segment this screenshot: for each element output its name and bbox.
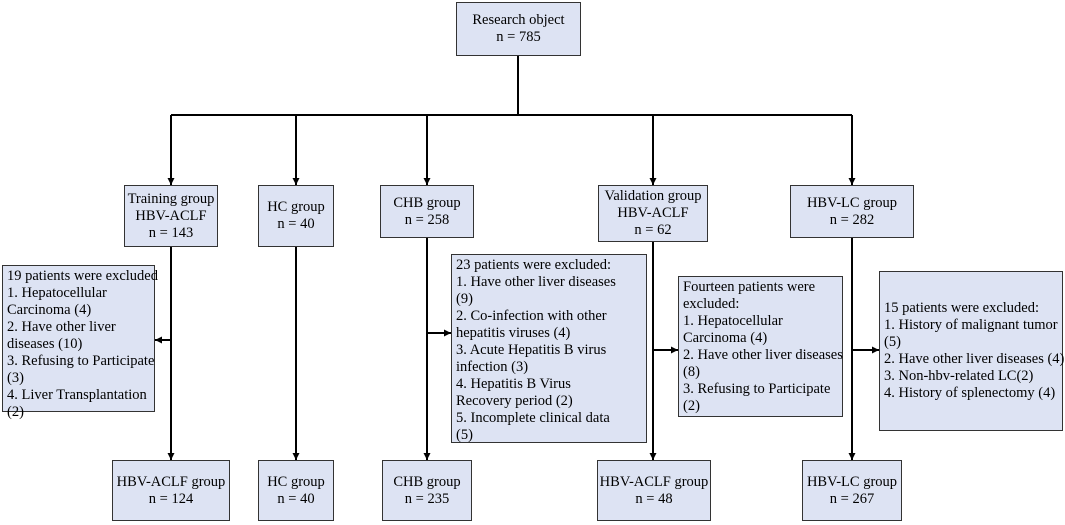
final-count: n = 48 — [635, 490, 673, 507]
group-name: Validation group — [604, 188, 702, 204]
final-box-hbv-aclf-valid: HBV-ACLF group n = 48 — [597, 460, 711, 521]
exclusion-line: 1. Hepatocellular — [7, 285, 107, 301]
group-name: Training group — [127, 190, 215, 207]
group-count: n = 62 — [634, 222, 672, 238]
exclusion-line: 2. Co-infection with other — [456, 308, 607, 324]
exclusion-line: (5) — [884, 334, 901, 350]
exclusion-line: 3. Acute Hepatitis B virus — [456, 342, 607, 358]
exclusion-box-training: 19 patients were excluded 1. Hepatocellu… — [2, 265, 158, 420]
final-box-hbvlc: HBV-LC group n = 267 — [802, 460, 902, 521]
final-count: n = 124 — [148, 490, 194, 507]
exclusion-line: (5) — [456, 427, 473, 443]
exclusion-line: Carcinoma (4) — [7, 302, 92, 318]
group-name: HC group — [267, 199, 325, 215]
final-name: HC group — [267, 473, 325, 490]
group-count: n = 143 — [148, 224, 194, 241]
group-name: CHB group — [393, 194, 461, 211]
exclusion-line: 4. History of splenectomy (4) — [884, 385, 1056, 401]
root-count: n = 785 — [496, 29, 541, 45]
exclusion-line: 3. Refusing to Participate — [683, 381, 831, 397]
exclusion-line: 2. Have other liver diseases — [683, 347, 843, 363]
group-box-chb: CHB group n = 258 — [380, 185, 474, 238]
exclusion-line: Carcinoma (4) — [683, 330, 768, 346]
exclusion-line: 2. Have other liver diseases (4) — [884, 351, 1065, 367]
exclusion-line: 4. Liver Transplantation — [7, 387, 147, 403]
exclusion-line: excluded: — [683, 296, 740, 312]
final-name: HBV-ACLF group — [116, 473, 226, 490]
exclusion-line: (8) — [683, 364, 700, 380]
group-sub: HBV-ACLF — [135, 207, 207, 224]
group-box-training: Training group HBV-ACLF n = 143 — [124, 185, 218, 247]
final-name: HBV-LC group — [806, 473, 898, 490]
exclusion-line: (9) — [456, 291, 473, 307]
final-count: n = 267 — [829, 490, 875, 507]
group-box-hbvlc: HBV-LC group n = 282 — [790, 185, 914, 238]
exclusion-line: 3. Non-hbv-related LC(2) — [884, 368, 1034, 384]
group-count: n = 40 — [277, 216, 315, 232]
exclusion-line: hepatitis viruses (4) — [456, 325, 571, 341]
exclusion-line: diseases (10) — [7, 336, 83, 352]
exclusion-box-chb: 23 patients were excluded: 1. Have other… — [451, 254, 647, 443]
group-count: n = 258 — [404, 211, 450, 228]
root-box: Research object n = 785 — [456, 2, 581, 56]
group-sub: HBV-ACLF — [617, 205, 689, 221]
exclusion-box-validation: Fourteen patients were excluded: 1. Hepa… — [678, 276, 843, 417]
exclusion-line: 23 patients were excluded: — [456, 257, 612, 273]
final-count: n = 235 — [404, 490, 450, 507]
exclusion-line: 1. Hepatocellular — [683, 313, 783, 329]
exclusion-box-hbvlc: 15 patients were excluded: 1. History of… — [879, 271, 1065, 431]
exclusion-line: infection (3) — [456, 359, 529, 375]
final-box-hbv-aclf-train: HBV-ACLF group n = 124 — [112, 460, 230, 521]
exclusion-line: 1. History of malignant tumor — [884, 317, 1058, 333]
final-count: n = 40 — [277, 490, 315, 507]
exclusion-line: (2) — [683, 398, 700, 414]
group-box-hc: HC group n = 40 — [258, 185, 334, 247]
exclusion-line: Recovery period (2) — [456, 393, 573, 409]
exclusion-line: (3) — [7, 370, 24, 386]
final-box-hc: HC group n = 40 — [258, 460, 334, 521]
exclusion-line: (2) — [7, 404, 24, 420]
exclusion-line: 2. Have other liver — [7, 319, 116, 335]
exclusion-line: 3. Refusing to Participate — [7, 353, 155, 369]
group-name: HBV-LC group — [806, 194, 898, 211]
group-box-validation: Validation group HBV-ACLF n = 62 — [598, 185, 708, 242]
exclusion-line: Fourteen patients were — [683, 279, 816, 295]
root-title: Research object — [472, 12, 565, 28]
exclusion-line: 19 patients were excluded — [7, 268, 158, 284]
final-box-chb: CHB group n = 235 — [382, 460, 472, 521]
final-name: HBV-ACLF group — [599, 473, 709, 490]
exclusion-line: 5. Incomplete clinical data — [456, 410, 610, 426]
group-count: n = 282 — [829, 211, 875, 228]
final-name: CHB group — [393, 473, 461, 490]
exclusion-line: 4. Hepatitis B Virus — [456, 376, 571, 392]
exclusion-line: 1. Have other liver diseases — [456, 274, 616, 290]
exclusion-line: 15 patients were excluded: — [884, 300, 1040, 316]
